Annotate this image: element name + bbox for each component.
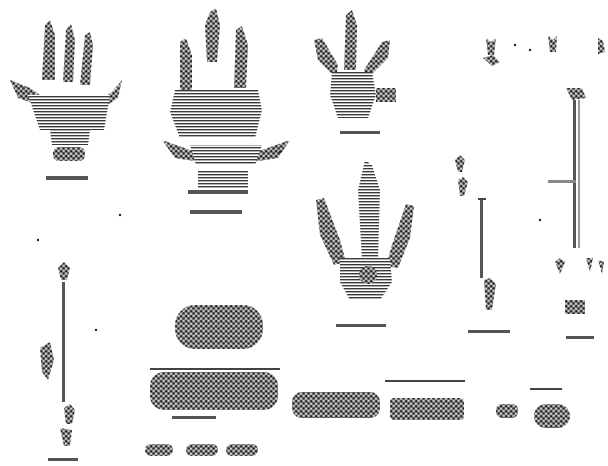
track-sequence-right: [483, 35, 605, 339]
eggs-and-clutch: [145, 305, 570, 456]
manus-track-with-pad: [162, 8, 290, 214]
specks: [37, 44, 608, 331]
trackway-left: [40, 262, 78, 461]
trackway-center: [455, 155, 510, 333]
pes-track-upper-right: [314, 10, 396, 134]
large-tridactyl-track: [10, 20, 122, 180]
central-tridactyl-track: [316, 160, 414, 327]
